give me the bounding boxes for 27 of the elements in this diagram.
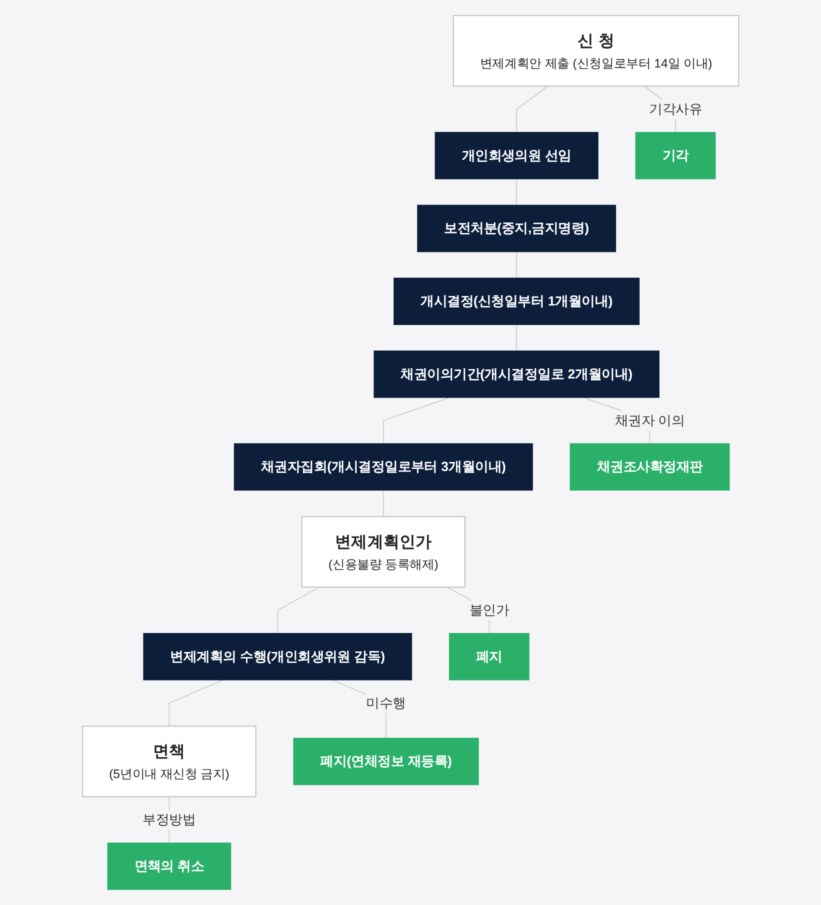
connector	[516, 86, 548, 133]
edge-label: 부정방법	[142, 812, 196, 827]
edge-label: 채권자 이의	[614, 412, 685, 428]
connector	[516, 178, 517, 206]
edge-label: 기각사유	[648, 101, 702, 116]
connector	[168, 679, 224, 727]
node-box: 채권이의기간(개시결정일로 2개월이내)	[374, 350, 660, 398]
edge-label: 미수행	[366, 694, 406, 710]
node-box: 보전처분(중지,금지명령)	[416, 204, 616, 252]
connector	[382, 396, 450, 444]
node-box: 채권자집회(개시결정일로부터 3개월이내)	[234, 443, 533, 491]
node-box: 폐지(연체정보 재등록)	[293, 738, 479, 786]
node-box: 면책 (5년이내 재신청 금지)	[82, 726, 256, 798]
node-box: 신 청 변제계획안 제출 (신청일로부터 14일 이내)	[452, 15, 740, 87]
connector	[516, 324, 517, 352]
node-box: 개인회생의원 선임	[434, 132, 598, 180]
node-box: 변제계획의 수행(개인회생위원 감독)	[143, 633, 412, 680]
node-box: 채권조사확정재판	[570, 443, 730, 491]
node-box: 개시결정(신청일부터 1개월이내)	[393, 278, 640, 325]
node-box: 폐지	[448, 633, 530, 680]
connector	[277, 586, 320, 634]
node-box: 기각	[635, 132, 716, 180]
node-box: 면책의 취소	[107, 842, 231, 890]
connector	[382, 490, 384, 518]
node-box: 변제계획인가 (신용불량 등록해제)	[301, 516, 466, 588]
edge-label: 불인가	[469, 602, 509, 618]
connector	[516, 251, 517, 279]
